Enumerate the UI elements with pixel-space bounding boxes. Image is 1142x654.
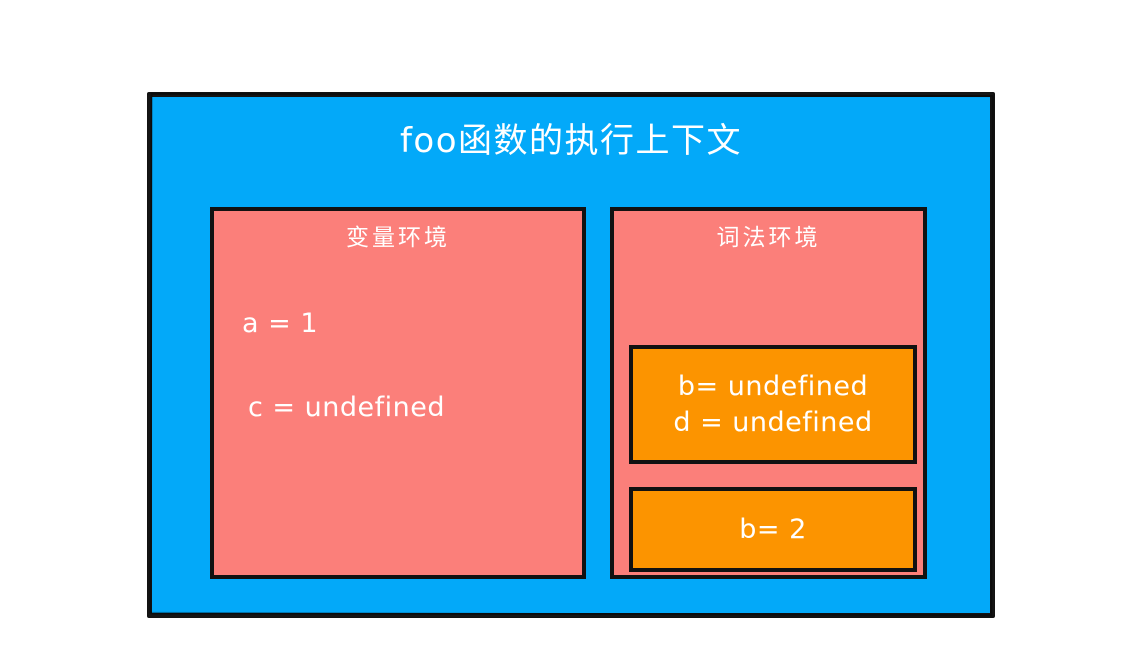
execution-context-title: foo函数的执行上下文 [399, 121, 743, 161]
variable-entry-c: c = undefined [248, 392, 445, 423]
binding-record-assigned: b= 2 [629, 487, 917, 572]
binding-line-b-undefined: b= undefined [677, 370, 869, 402]
variable-environment-entries: a = 1 c = undefined [238, 307, 572, 425]
binding-record-uninitialized: b= undefined d = undefined [629, 345, 917, 464]
lexical-environment-title: 词法环境 [716, 225, 821, 251]
lexical-environment-panel: 词法环境 b= undefined d = undefined b= 2 [610, 207, 927, 579]
execution-context-box: foo函数的执行上下文 变量环境 a = 1 c = undefined 词法环… [147, 92, 995, 618]
binding-line-d-undefined: d = undefined [673, 406, 873, 438]
variable-environment-panel: 变量环境 a = 1 c = undefined [210, 207, 586, 579]
binding-line-b-2: b= 2 [739, 513, 807, 545]
variable-environment-title: 变量环境 [346, 225, 450, 251]
variable-entry-a: a = 1 [242, 308, 319, 339]
